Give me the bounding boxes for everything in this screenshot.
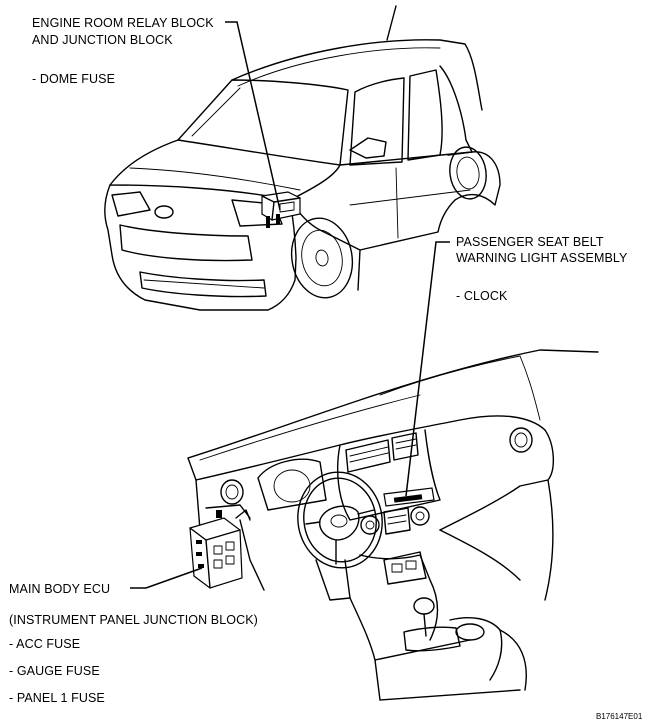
vehicle-windshield	[177, 79, 349, 166]
leader-engine-room	[225, 21, 281, 211]
vehicle-headlight-left	[111, 191, 151, 217]
vehicle-headlight-right	[231, 199, 283, 227]
main-body-ecu-part	[189, 509, 251, 589]
label-passenger-line1: PASSENGER SEAT BELT	[456, 235, 604, 249]
vehicle-side-window	[349, 77, 405, 166]
label-engine-room-line2: AND JUNCTION BLOCK	[32, 33, 173, 47]
passenger-seat-belt-warning-light-part	[383, 487, 435, 507]
label-gauge-fuse: - GAUGE FUSE	[9, 664, 100, 678]
dashboard-top	[187, 349, 599, 459]
label-dome-fuse: - DOME FUSE	[32, 72, 116, 86]
engine-room-relay-block-part	[261, 191, 301, 228]
steering-wheel	[297, 471, 383, 569]
dashboard-drawing	[187, 349, 599, 701]
label-instrument-panel: (INSTRUMENT PANEL JUNCTION BLOCK)	[9, 613, 258, 627]
leader-passenger-seat-belt	[405, 241, 450, 497]
left-vent	[220, 479, 244, 505]
dashboard-face	[195, 415, 546, 481]
antenna	[386, 5, 397, 41]
label-acc-fuse: - ACC FUSE	[9, 637, 81, 651]
label-panel1-fuse: - PANEL 1 FUSE	[9, 691, 105, 705]
vehicle-rear-wheel	[449, 146, 487, 200]
label-clock: - CLOCK	[456, 289, 508, 303]
leader-lines	[130, 21, 450, 589]
vehicle-logo	[154, 205, 174, 219]
gear-shifter	[403, 597, 461, 652]
vehicle-mirror	[349, 137, 387, 159]
instrument-cluster	[257, 458, 327, 511]
vehicle-roof	[231, 39, 483, 111]
center-console	[359, 554, 439, 641]
label-main-body-ecu: MAIN BODY ECU	[9, 582, 111, 596]
right-vent	[509, 427, 533, 453]
vehicle-hood	[109, 139, 341, 201]
vehicle-front-wheel	[290, 217, 354, 299]
vehicle-drawing	[104, 5, 501, 311]
leader-main-body-ecu	[130, 567, 203, 589]
label-passenger-line2: WARNING LIGHT ASSEMBLY	[456, 251, 628, 265]
vehicle-front	[104, 184, 297, 311]
label-engine-room-line1: ENGINE ROOM RELAY BLOCK	[32, 16, 214, 30]
vehicle-grille	[119, 224, 253, 262]
center-vents	[345, 439, 391, 473]
figure-code: B176147E01	[596, 712, 643, 721]
